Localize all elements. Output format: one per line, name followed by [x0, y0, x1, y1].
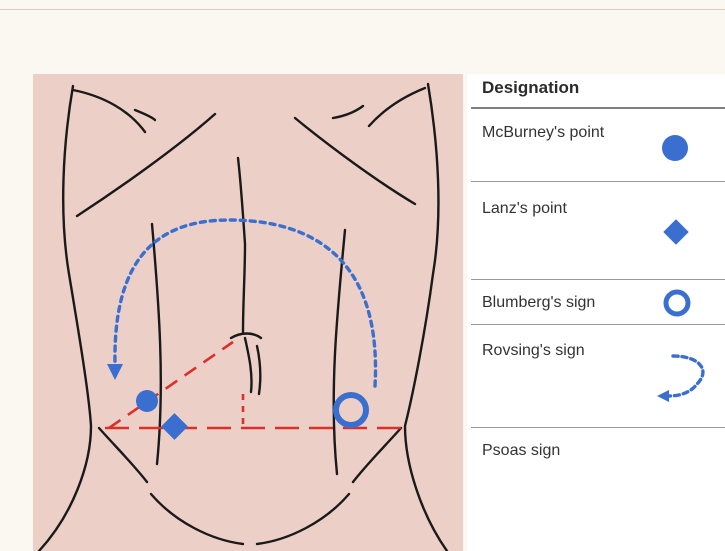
skin-background: [33, 74, 463, 551]
hollow-circle-icon: [660, 286, 694, 320]
legend-label-psoas: Psoas sign: [482, 442, 560, 460]
legend-divider: [471, 427, 725, 428]
abdomen-illustration: [33, 74, 463, 551]
legend-table: Designation McBurney's point Lanz's poin…: [467, 74, 725, 551]
legend-divider: [471, 181, 725, 182]
top-divider: [0, 9, 725, 10]
legend-label-mcburney: McBurney's point: [482, 124, 604, 142]
legend-label-lanz: Lanz's point: [482, 200, 567, 218]
legend-divider: [471, 324, 725, 325]
filled-circle-icon: [659, 132, 691, 164]
legend-divider: [471, 279, 725, 280]
filled-diamond-icon: [660, 216, 692, 248]
legend-header: Designation: [482, 78, 579, 98]
dashed-curved-arrow-icon: [645, 348, 715, 410]
legend-label-rovsing: Rovsing's sign: [482, 342, 585, 360]
legend-divider: [471, 107, 725, 109]
mcburney-point-icon: [136, 390, 158, 412]
legend-label-blumberg: Blumberg's sign: [482, 294, 595, 312]
